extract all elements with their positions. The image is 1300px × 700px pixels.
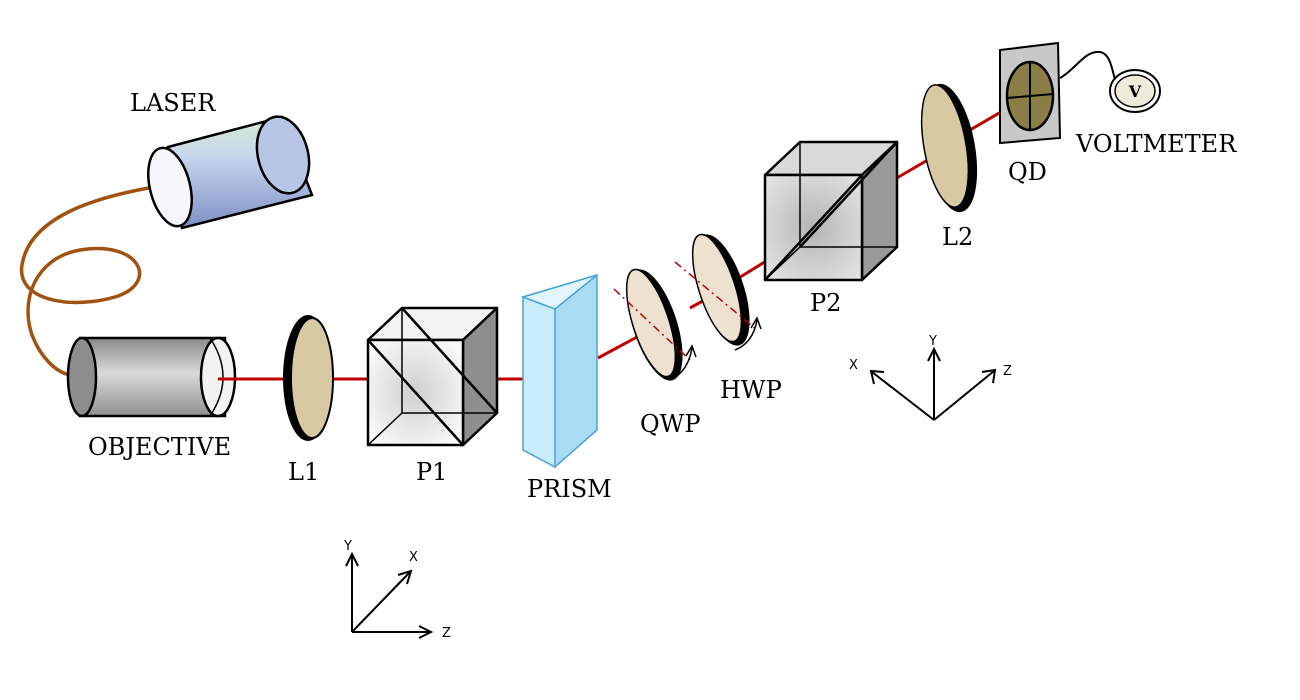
voltmeter: V (1109, 69, 1161, 113)
l1-label: L1 (288, 458, 319, 486)
prism-label: PRISM (527, 475, 612, 503)
axis-z-label-bottom: Z (442, 626, 451, 641)
half-wave-plate (674, 233, 762, 351)
quadrant-detector (999, 41, 1062, 145)
optical-fiber (19, 184, 161, 377)
p1-label: P1 (416, 458, 447, 486)
l2-label: L2 (942, 223, 973, 251)
hwp-label: HWP (720, 376, 782, 404)
polarizer-p1-cube (366, 306, 499, 447)
laser-label: LASER (130, 89, 216, 117)
axis-z-label-right: Z (1003, 364, 1012, 379)
axis-y-label-bottom: Y (343, 539, 352, 554)
coordinate-axes-bottom (345, 551, 434, 639)
objective (66, 336, 237, 418)
axis-y-label-right: Y (928, 334, 937, 349)
lens-l2 (920, 83, 978, 213)
lens-l1 (283, 315, 334, 441)
quarter-wave-plate (613, 268, 697, 381)
voltmeter-wire (1059, 50, 1119, 87)
voltmeter-label: VOLTMETER (1075, 130, 1237, 158)
p2-label: P2 (810, 289, 841, 317)
polarizer-p2-cube (763, 140, 899, 282)
axis-x-label-bottom: X (409, 550, 418, 565)
prism (520, 273, 598, 469)
objective-label: OBJECTIVE (88, 433, 231, 461)
voltmeter-symbol: V (1128, 82, 1142, 101)
coordinate-axes-right (869, 346, 997, 421)
laser-beam (218, 93, 1031, 381)
axis-x-label-right: X (849, 358, 858, 373)
laser (147, 115, 314, 230)
qwp-label: QWP (640, 410, 701, 438)
qd-label: QD (1008, 158, 1047, 186)
